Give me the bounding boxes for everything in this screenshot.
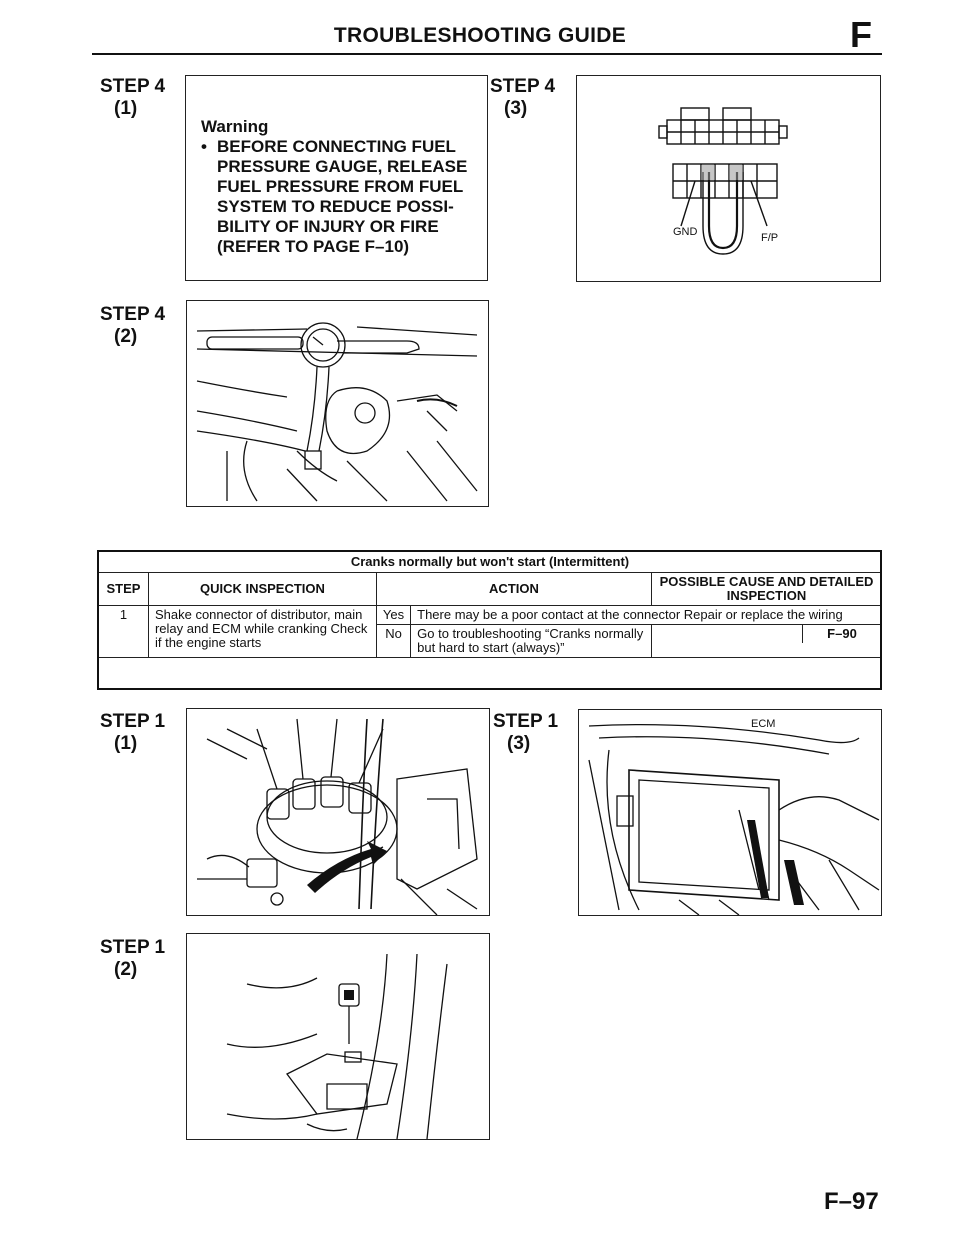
main-relay-illustration bbox=[226, 953, 448, 1139]
troubleshooting-table: Cranks normally but won't start (Intermi… bbox=[98, 551, 882, 658]
fp-label: F/P bbox=[761, 232, 779, 244]
step-substep: (1) bbox=[114, 733, 138, 754]
table-row: 1 Shake connector of distributor, main r… bbox=[98, 605, 882, 658]
step-substep: (2) bbox=[114, 959, 138, 980]
row-yes-action: There may be a poor contact at the conne… bbox=[410, 605, 882, 625]
table-row: No Go to troubleshooting “Cranks normall… bbox=[99, 624, 882, 658]
step-number: STEP 4 bbox=[100, 304, 166, 325]
row-yes-label: Yes bbox=[375, 605, 412, 625]
step-label-1-2: STEP 1 (2) bbox=[100, 937, 165, 981]
warning-text: Warning • BEFORE CONNECTING FUEL PRESSURE… bbox=[201, 117, 486, 257]
step-number: STEP 4 bbox=[100, 76, 166, 97]
table-caption: Cranks normally but won't start (Intermi… bbox=[98, 551, 882, 573]
step-substep: (2) bbox=[114, 326, 138, 347]
row-step-number: 1 bbox=[98, 605, 149, 658]
step-number: STEP 1 bbox=[100, 711, 166, 732]
warning-body: BEFORE CONNECTING FUEL PRESSURE GAUGE, R… bbox=[217, 137, 468, 256]
col-header-quick-inspection: QUICK INSPECTION bbox=[147, 572, 377, 606]
connector-jumper-illustration bbox=[658, 107, 788, 255]
step-number: STEP 1 bbox=[493, 711, 559, 732]
main-relay-figure bbox=[186, 933, 490, 1140]
table-header-row: STEP QUICK INSPECTION ACTION POSSIBLE CA… bbox=[98, 572, 882, 606]
step-label-4-2: STEP 4 (2) bbox=[100, 304, 165, 348]
distributor-figure bbox=[186, 708, 490, 916]
col-header-possible-cause: POSSIBLE CAUSE AND DETAILED INSPECTION bbox=[651, 572, 882, 606]
fuel-gauge-figure bbox=[186, 300, 489, 507]
ecm-label: ECM bbox=[751, 718, 776, 730]
warning-box bbox=[185, 75, 488, 281]
bullet-icon: • bbox=[201, 137, 207, 156]
row-no-action: Go to troubleshooting “Cranks normally b… bbox=[410, 624, 652, 658]
distributor-connector-illustration bbox=[197, 718, 478, 915]
page-title: TROUBLESHOOTING GUIDE bbox=[333, 24, 627, 47]
warning-title: Warning bbox=[201, 117, 269, 136]
step-label-1-3: STEP 1 (3) bbox=[493, 711, 558, 755]
connector-figure: GND F/P bbox=[576, 75, 881, 282]
row-no-reference: F–90 bbox=[651, 624, 882, 658]
step-number: STEP 1 bbox=[100, 937, 166, 958]
fuel-pressure-gauge-illustration bbox=[196, 322, 478, 502]
table-caption-row: Cranks normally but won't start (Intermi… bbox=[98, 551, 882, 573]
header-rule bbox=[92, 53, 882, 55]
row-quick-inspection: Shake connector of distributor, main rel… bbox=[147, 605, 377, 658]
ecm-figure: ECM bbox=[578, 709, 882, 916]
section-letter: F bbox=[850, 14, 872, 55]
step-substep: (1) bbox=[114, 98, 138, 119]
col-header-action: ACTION bbox=[375, 572, 653, 606]
warning-bullet-item: • BEFORE CONNECTING FUEL PRESSURE GAUGE, … bbox=[201, 137, 486, 257]
step-substep: (3) bbox=[504, 98, 528, 119]
ecm-connector-illustration bbox=[588, 723, 880, 915]
row-no-label: No bbox=[375, 624, 412, 658]
page-number: F–97 bbox=[824, 1188, 879, 1215]
page-reference: F–90 bbox=[802, 625, 881, 643]
step-substep: (3) bbox=[507, 733, 531, 754]
step-number: STEP 4 bbox=[490, 76, 556, 97]
gnd-label: GND bbox=[673, 226, 698, 238]
col-header-step: STEP bbox=[98, 572, 149, 606]
step-label-1-1: STEP 1 (1) bbox=[100, 711, 165, 755]
step-label-4-3: STEP 4 (3) bbox=[490, 76, 555, 120]
step-label-4-1: STEP 4 (1) bbox=[100, 76, 165, 120]
